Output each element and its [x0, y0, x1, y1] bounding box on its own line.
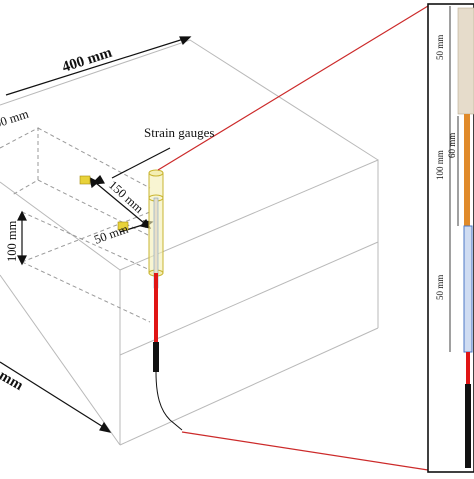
zoom-lines [157, 5, 429, 471]
detail-sand-segment [457, 7, 474, 115]
label-depth-dim: mm [0, 368, 26, 395]
dim-150-line [89, 177, 151, 229]
block-top-back-edge [0, 39, 379, 161]
dim-100-arrowhead-bottom [17, 255, 27, 266]
dim-400-line [5, 36, 191, 96]
dashed-plane-front [21, 211, 151, 263]
dim-depth-line [0, 361, 109, 431]
strain-gauge-leader-1 [111, 147, 171, 179]
detail-blue-band [463, 225, 473, 353]
zoom-line-top [157, 5, 429, 171]
block-front-top-edge [0, 181, 121, 271]
dashed-plane-bottom [21, 261, 151, 323]
strain-gauge-leader-arrowhead [90, 175, 105, 185]
detail-panel [427, 3, 474, 473]
strain-gauges [79, 175, 129, 231]
dashed-plane-mid [21, 211, 151, 271]
label-left-dim: 00 mm [0, 107, 31, 131]
dim-depth-arrowhead [99, 421, 112, 433]
zoom-line-bottom [181, 431, 429, 471]
dashed-plane-top-right [37, 127, 151, 189]
strain-gauge-2 [117, 221, 129, 231]
rod-cable [155, 371, 183, 431]
block-bottom-right-edge [119, 327, 379, 446]
detail-black-rod [465, 384, 471, 468]
detail-label-middle: 100 mm [435, 150, 445, 180]
dimension-lines [0, 36, 192, 433]
detail-label-top: 50 mm [435, 35, 445, 60]
rod-assembly [148, 169, 183, 431]
strain-gauge-1 [79, 175, 91, 185]
label-strain-gauges: Strain gauges [144, 125, 214, 140]
detail-red-rod [466, 352, 470, 384]
rod-black-section [153, 342, 159, 372]
label-dim-100: 100 mm [5, 220, 19, 262]
detail-label-bottom: 50 mm [435, 275, 445, 300]
dashed-plane-top [0, 127, 39, 196]
rod-red-section [154, 273, 158, 345]
detail-label-inner: 60 mm [447, 133, 457, 158]
dim-100-arrowhead-top [17, 210, 27, 221]
label-width-dim: 400 mm [60, 45, 114, 76]
concrete-block [0, 39, 379, 446]
detail-orange-band [464, 114, 470, 226]
dim-400-arrowhead [179, 36, 192, 46]
rod-sleeve-top [148, 169, 164, 177]
block-bottom-left-edge [0, 274, 121, 446]
label-dim-50: 50 mm [92, 222, 130, 247]
